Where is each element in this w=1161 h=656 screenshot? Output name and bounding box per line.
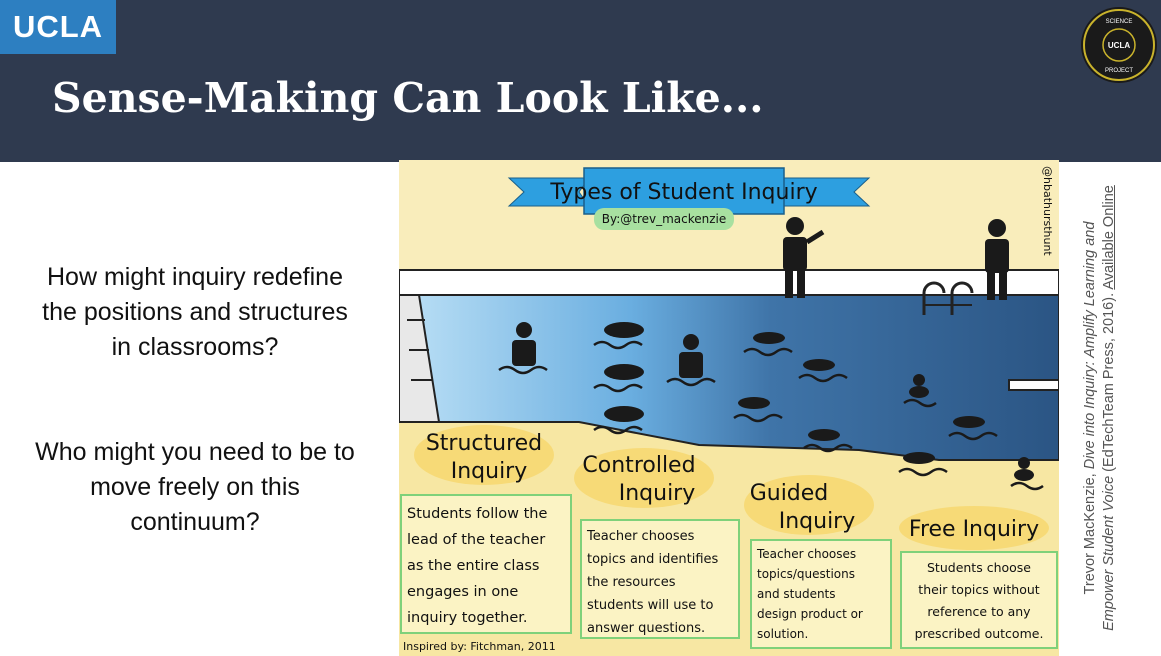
svg-text:students will use to: students will use to: [587, 598, 713, 613]
svg-text:Controlled: Controlled: [582, 453, 695, 478]
svg-text:Guided: Guided: [750, 481, 829, 506]
citation-title-2: Empower Student Voice: [1101, 475, 1117, 631]
citation-title-1: Dive into Inquiry: Amplify Learning and: [1082, 221, 1098, 470]
teacher-figure: [783, 217, 825, 298]
svg-text:engages in one: engages in one: [407, 584, 518, 600]
citation-publisher: (EdTechTeam Press, 2016).: [1101, 289, 1117, 476]
teacher-figure: [985, 219, 1009, 300]
svg-text:Teacher chooses: Teacher chooses: [756, 547, 856, 561]
svg-text:topics/questions: topics/questions: [757, 567, 855, 581]
byline: By:@trev_mackenzie: [602, 212, 727, 226]
available-online-link[interactable]: Available Online: [1101, 185, 1117, 290]
seal-top-text: SCIENCE: [1106, 19, 1133, 25]
svg-text:Free Inquiry: Free Inquiry: [909, 517, 1039, 542]
svg-text:the resources: the resources: [587, 575, 676, 590]
svg-text:answer questions.: answer questions.: [587, 621, 705, 636]
svg-text:Inquiry: Inquiry: [779, 509, 856, 534]
swimmer-icon: [666, 334, 716, 387]
svg-text:design product or: design product or: [757, 607, 863, 621]
desc-free: Students choose their topics without ref…: [900, 551, 1058, 649]
desc-guided: Teacher chooses topics/questions and stu…: [750, 539, 892, 649]
desc-structured: Students follow the lead of the teacher …: [400, 494, 572, 634]
science-project-seal: SCIENCE UCLA PROJECT: [1081, 7, 1157, 83]
svg-text:Teacher chooses: Teacher chooses: [586, 529, 695, 544]
svg-text:solution.: solution.: [757, 627, 808, 641]
swimmer-icon: [733, 332, 853, 453]
inspired-by: Inspired by: Fitchman, 2011: [403, 640, 556, 653]
svg-text:Students follow the: Students follow the: [407, 506, 547, 522]
svg-text:their topics without: their topics without: [918, 582, 1040, 597]
svg-text:Inquiry: Inquiry: [619, 481, 696, 506]
level-structured: Structured Inquiry: [414, 425, 554, 485]
svg-text:Students choose: Students choose: [927, 560, 1031, 575]
citation-author: Trevor MacKenzie,: [1082, 469, 1098, 595]
swimmer-icon: [898, 374, 1044, 491]
svg-text:Structured: Structured: [426, 431, 542, 456]
level-free: Free Inquiry: [899, 506, 1049, 550]
svg-text:prescribed outcome.: prescribed outcome.: [915, 626, 1044, 641]
svg-text:and students: and students: [757, 587, 836, 601]
seal-center-text: UCLA: [1108, 41, 1130, 50]
citation: Trevor MacKenzie, Dive into Inquiry: Amp…: [1079, 183, 1121, 633]
svg-text:as the entire class: as the entire class: [407, 558, 539, 574]
ucla-logo: UCLA: [0, 0, 116, 54]
desc-controlled: Teacher chooses topics and identifies th…: [580, 519, 740, 639]
artist-handle: @hbathursthunt: [1041, 166, 1054, 256]
svg-text:topics and identifies: topics and identifies: [587, 552, 719, 567]
question-positions: How might inquiry redefine the positions…: [42, 263, 348, 361]
inquiry-pool-illustration: Types of Student Inquiry By:@trev_macken…: [399, 160, 1059, 656]
question-move-freely: Who might you need to be to move freely …: [35, 438, 355, 536]
svg-text:Inquiry: Inquiry: [451, 459, 528, 484]
slide-title: Sense-Making Can Look Like...: [52, 74, 764, 122]
level-controlled: Controlled Inquiry: [574, 448, 714, 508]
swimmer-icon: [498, 322, 548, 375]
banner-title: Types of Student Inquiry: [549, 180, 817, 205]
swimmer-icon: [593, 322, 644, 435]
svg-text:lead of the teacher: lead of the teacher: [407, 532, 545, 548]
seal-bottom-text: PROJECT: [1105, 68, 1133, 74]
svg-text:reference to any: reference to any: [927, 604, 1031, 619]
header-bar: UCLA Sense-Making Can Look Like... SCIEN…: [0, 0, 1161, 162]
level-guided: Guided Inquiry: [744, 475, 874, 535]
svg-text:inquiry together.: inquiry together.: [407, 610, 528, 626]
